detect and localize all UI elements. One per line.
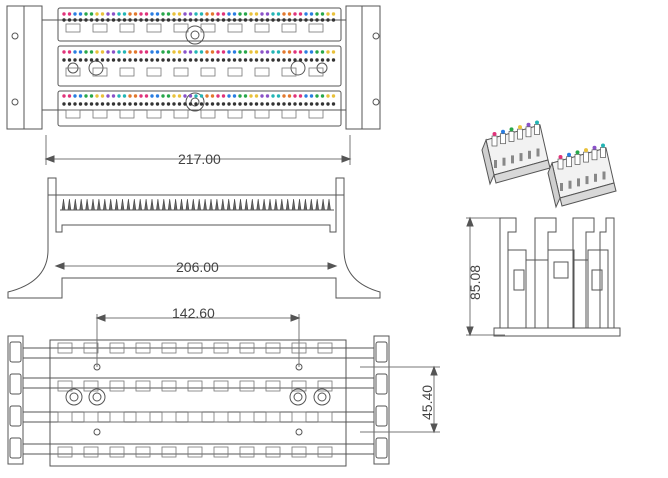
dimension-label-width-top: 217.00 — [178, 151, 221, 167]
connector-module-right — [547, 143, 617, 209]
dimension-label-row-pitch: 45.40 — [419, 385, 435, 420]
connector-modules-illustration — [481, 120, 617, 209]
dimension-label-width-side: 206.00 — [176, 259, 219, 275]
connector-module-left — [481, 120, 551, 186]
dimension-label-height-side: 85.08 — [467, 265, 483, 300]
end-view — [466, 216, 621, 337]
top-view — [6, 5, 381, 165]
bottom-view — [7, 314, 440, 467]
side-view — [7, 177, 381, 299]
dimension-label-hole-spacing: 142.60 — [172, 305, 215, 321]
